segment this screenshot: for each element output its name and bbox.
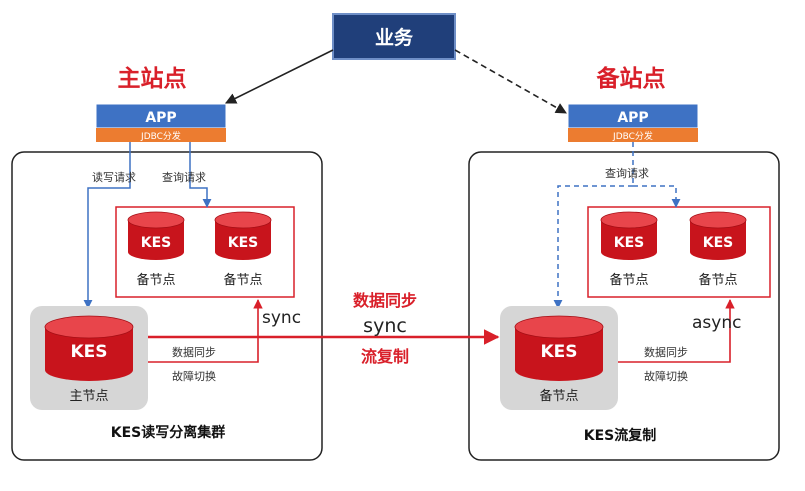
- backup-standby-2-db: KES: [703, 235, 734, 251]
- backup-main-label: 备节点: [539, 388, 578, 404]
- primary-data-sync-label: 数据同步: [172, 345, 216, 359]
- backup-site-title: 备站点: [596, 65, 666, 92]
- primary-standby-1-label: 备节点: [136, 272, 175, 288]
- backup-query-label: 查询请求: [605, 166, 649, 180]
- primary-main-db: KES: [70, 342, 107, 362]
- primary-cluster-label: KES读写分离集群: [111, 424, 226, 441]
- primary-standby-1-db: KES: [141, 235, 172, 251]
- primary-failover-label: 故障切换: [172, 369, 216, 383]
- primary-internal-sync-arrow: [148, 299, 263, 363]
- primary-app-box: APP JDBC分发: [95, 103, 227, 142]
- replication-bottom-label: 流复制: [361, 347, 409, 366]
- primary-jdbc-label: JDBC分发: [140, 130, 181, 142]
- backup-internal-sync-arrow: [618, 299, 735, 363]
- backup-cluster-frame: [468, 151, 780, 461]
- primary-sync-mode: sync: [262, 308, 301, 328]
- backup-app-box: APP JDBC分发: [567, 103, 699, 142]
- replication-top-label: 数据同步: [353, 291, 417, 310]
- primary-main-node: KES 主节点: [30, 306, 148, 410]
- backup-sync-mode: async: [692, 313, 741, 333]
- backup-standby-node-2: KES 备节点: [689, 211, 747, 288]
- primary-standby-2-db: KES: [228, 235, 259, 251]
- business-to-backup-arrow: [454, 49, 567, 114]
- primary-standby-node-1: KES 备节点: [127, 211, 185, 288]
- backup-cluster-label: KES流复制: [584, 427, 657, 444]
- backup-query-link-main: [553, 185, 633, 309]
- primary-standby-node-2: KES 备节点: [214, 211, 272, 288]
- business-box: 业务: [332, 13, 456, 60]
- backup-query-link-standby: [633, 185, 681, 208]
- replication-mode-label: sync: [363, 315, 407, 337]
- backup-main-db: KES: [540, 342, 577, 362]
- primary-read-write-link: [83, 142, 131, 309]
- primary-query-label: 查询请求: [162, 170, 206, 184]
- backup-standby-2-label: 备节点: [698, 272, 737, 288]
- business-label: 业务: [375, 26, 414, 49]
- primary-standby-2-label: 备节点: [223, 272, 262, 288]
- primary-main-label: 主节点: [69, 389, 108, 404]
- primary-site-title: 主站点: [118, 66, 187, 92]
- backup-standby-node-1: KES 备节点: [600, 211, 658, 288]
- backup-main-node: KES 备节点: [500, 306, 618, 410]
- primary-query-link: [189, 142, 212, 208]
- backup-standby-1-label: 备节点: [609, 272, 648, 288]
- primary-app-label: APP: [145, 110, 176, 126]
- backup-failover-label: 故障切换: [644, 369, 688, 383]
- business-to-primary-arrow: [224, 49, 334, 104]
- backup-standby-1-db: KES: [614, 235, 645, 251]
- primary-cluster-frame: [11, 151, 323, 461]
- primary-read-write-label: 读写请求: [92, 170, 136, 184]
- backup-jdbc-label: JDBC分发: [612, 130, 653, 142]
- backup-data-sync-label: 数据同步: [644, 345, 688, 359]
- backup-app-label: APP: [617, 110, 648, 126]
